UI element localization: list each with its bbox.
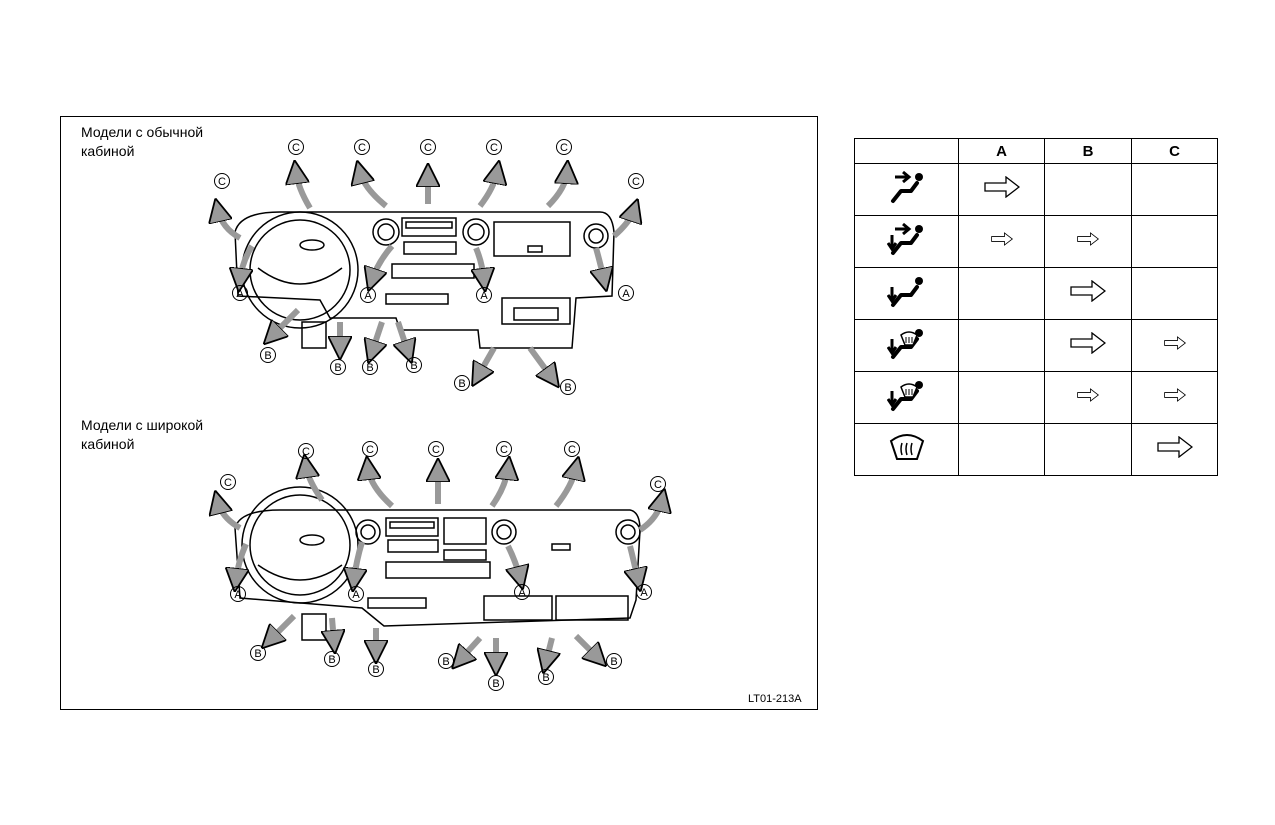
svg-text:C: C xyxy=(632,176,640,188)
svg-text:A: A xyxy=(622,288,630,300)
svg-text:B: B xyxy=(334,362,341,374)
mode-cell xyxy=(854,163,959,216)
svg-text:C: C xyxy=(560,142,568,154)
svg-text:C: C xyxy=(218,176,226,188)
table-header-b: B xyxy=(1044,138,1132,164)
svg-text:B: B xyxy=(328,654,335,666)
svg-text:A: A xyxy=(480,290,488,302)
airflow-arrow-icon xyxy=(1077,388,1100,402)
foot-mode-icon xyxy=(886,277,923,307)
airflow-arrows-standard xyxy=(218,172,634,378)
dashboard-standard xyxy=(234,211,615,349)
cell-c xyxy=(1131,163,1218,216)
svg-text:B: B xyxy=(254,648,261,660)
cell-b xyxy=(1044,163,1132,216)
cell-c xyxy=(1131,267,1218,320)
airflow-arrow-icon xyxy=(1156,435,1193,459)
cell-c xyxy=(1131,423,1218,476)
svg-text:A: A xyxy=(352,589,360,601)
table-row xyxy=(854,423,1218,476)
diagram-frame xyxy=(60,116,818,710)
svg-text:B: B xyxy=(542,672,549,684)
svg-text:B: B xyxy=(372,664,379,676)
caption-wide-cab: Модели с широкой кабиной xyxy=(81,417,204,452)
table-row xyxy=(854,267,1218,320)
defrost-foot-mode-icon xyxy=(886,381,923,411)
svg-text:B: B xyxy=(410,360,417,372)
cell-b xyxy=(1044,371,1132,424)
airflow-mode-table: A B C xyxy=(854,138,1218,476)
airflow-arrow-icon xyxy=(1070,331,1107,355)
figure-code: LT01-213A xyxy=(748,693,802,705)
airflow-arrow-icon xyxy=(1163,336,1186,350)
svg-text:C: C xyxy=(424,142,432,154)
svg-text:C: C xyxy=(292,142,300,154)
svg-text:A: A xyxy=(236,288,244,300)
airflow-arrow-icon xyxy=(990,232,1013,246)
defrost-mode-icon xyxy=(889,434,924,460)
mode-cell xyxy=(854,215,959,268)
svg-text:C: C xyxy=(302,446,310,458)
cell-a xyxy=(958,215,1045,268)
cell-b xyxy=(1044,423,1132,476)
mode-cell xyxy=(854,371,959,424)
svg-text:C: C xyxy=(224,477,232,489)
airflow-arrow-icon xyxy=(1077,232,1100,246)
cell-b xyxy=(1044,319,1132,372)
mode-cell xyxy=(854,319,959,372)
cell-a xyxy=(958,371,1045,424)
caption-standard-cab: Модели с обычной кабиной xyxy=(81,124,204,159)
svg-text:B: B xyxy=(492,678,499,690)
svg-text:B: B xyxy=(442,656,449,668)
table-row xyxy=(854,163,1218,216)
cell-c xyxy=(1131,319,1218,372)
svg-text:B: B xyxy=(366,362,373,374)
circled-labels-wide: C C C C C C C A A A A B B B B B B B xyxy=(220,441,666,691)
svg-text:A: A xyxy=(364,290,372,302)
table-row xyxy=(854,371,1218,424)
cell-b xyxy=(1044,267,1132,320)
cell-a xyxy=(958,319,1045,372)
mode-cell xyxy=(854,423,959,476)
svg-text:C: C xyxy=(500,444,508,456)
table-header-mode xyxy=(854,138,959,164)
svg-text:B: B xyxy=(564,382,571,394)
cell-a xyxy=(958,163,1045,216)
mode-cell xyxy=(854,267,959,320)
svg-text:C: C xyxy=(366,444,374,456)
cell-c xyxy=(1131,215,1218,268)
bi-level-mode-icon xyxy=(886,222,923,255)
circled-labels-standard: C C C C C C C A A A A B B B B B B xyxy=(214,139,644,395)
svg-text:A: A xyxy=(518,587,526,599)
table-header-row: A B C xyxy=(854,138,1218,164)
table-row xyxy=(854,319,1218,372)
svg-text:A: A xyxy=(640,587,648,599)
airflow-arrow-icon xyxy=(1163,388,1186,402)
svg-text:B: B xyxy=(264,350,271,362)
table-row xyxy=(854,215,1218,268)
airflow-arrows-wide xyxy=(218,466,662,664)
cell-a xyxy=(958,423,1045,476)
cell-a xyxy=(958,267,1045,320)
svg-text:B: B xyxy=(458,378,465,390)
svg-text:C: C xyxy=(358,142,366,154)
airflow-arrow-icon xyxy=(1070,279,1107,303)
svg-text:C: C xyxy=(490,142,498,154)
cell-c xyxy=(1131,371,1218,424)
cell-b xyxy=(1044,215,1132,268)
foot-defrost-mode-icon xyxy=(886,329,923,359)
svg-text:C: C xyxy=(432,444,440,456)
svg-text:C: C xyxy=(568,444,576,456)
table-header-a: A xyxy=(958,138,1045,164)
airflow-arrow-icon xyxy=(983,175,1020,199)
svg-text:A: A xyxy=(234,589,242,601)
face-mode-icon xyxy=(890,170,923,203)
dashboard-wide xyxy=(234,486,641,641)
table-header-c: C xyxy=(1131,138,1218,164)
svg-text:B: B xyxy=(610,656,617,668)
svg-text:C: C xyxy=(654,479,662,491)
